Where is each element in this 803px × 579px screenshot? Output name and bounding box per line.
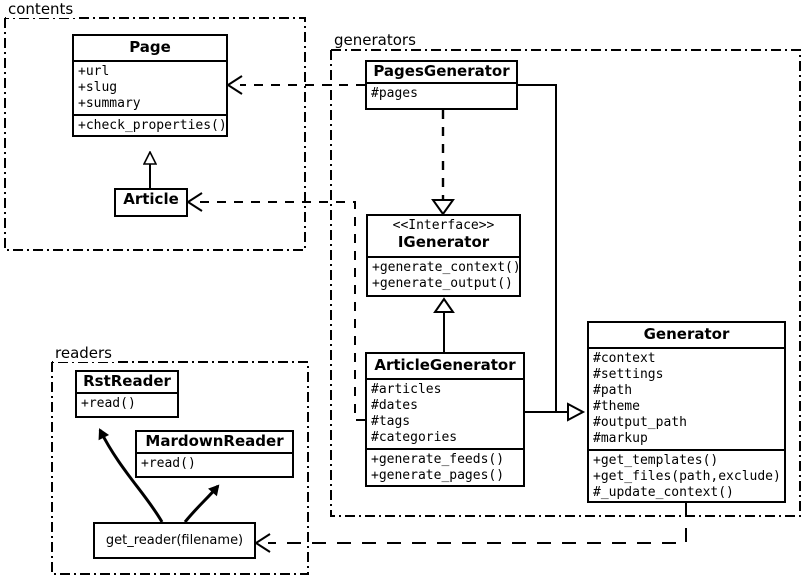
relation-articlegenerator-realizes-igenerator [433, 297, 455, 352]
class-name-igenerator: IGenerator [397, 232, 490, 251]
function-label-get-reader: get_reader(filename) [105, 533, 244, 548]
class-attribute: #settings [593, 366, 664, 382]
relation-get-reader-to-mardownreader [183, 484, 220, 523]
class-name-pages-generator: PagesGenerator [373, 62, 510, 80]
class-attribute: #context [593, 350, 656, 366]
function-box-get-reader[interactable]: get_reader(filename) [93, 522, 256, 559]
package-label-readers: readers [53, 344, 114, 362]
class-name-page: Page [129, 38, 171, 56]
class-attribute: +summary [78, 95, 141, 111]
class-attribute: #articles [371, 381, 442, 397]
class-box-rst-reader[interactable]: RstReader +read() [75, 370, 179, 418]
class-attribute: #path [593, 382, 633, 398]
package-frame-generators [330, 49, 801, 517]
relation-pagesgenerator-uses-page [226, 75, 365, 95]
class-stereotype-igenerator: <<Interface>> [392, 218, 495, 233]
relation-get-reader-to-rstreader [98, 428, 164, 523]
package-frame-readers [51, 361, 309, 575]
class-attribute: #tags [371, 413, 411, 429]
class-attributes-pages-generator: #pages [367, 81, 516, 104]
class-attribute: #theme [593, 398, 640, 414]
class-operation: +generate_context() [372, 259, 521, 275]
class-operation: +read() [141, 455, 196, 471]
class-attribute: #output_path [593, 414, 687, 430]
class-name-article: Article [123, 190, 179, 208]
class-operations-rst-reader: +read() [77, 391, 177, 414]
class-operation: #_update_context() [593, 484, 734, 500]
class-operation: +generate_pages() [371, 467, 505, 483]
package-frame-contents [4, 17, 306, 251]
class-attribute: #categories [371, 429, 458, 445]
class-box-pages-generator[interactable]: PagesGenerator #pages [365, 60, 518, 110]
class-operation: +read() [81, 395, 136, 411]
class-box-generator[interactable]: Generator #context #settings #path #them… [587, 321, 786, 503]
class-operation: +generate_output() [372, 275, 513, 291]
class-box-page[interactable]: Page +url +slug +summary +check_properti… [72, 34, 228, 137]
class-operation: +get_files(path,exclude) [593, 468, 781, 484]
class-operation: +generate_feeds() [371, 451, 505, 467]
class-name-rst-reader: RstReader [83, 372, 171, 390]
class-operations-mardown-reader: +read() [137, 451, 292, 474]
relation-pagesgenerator-realizes-igenerator [431, 110, 455, 216]
class-operations-page: +check_properties() [74, 113, 227, 136]
class-box-article[interactable]: Article [114, 188, 188, 217]
relation-articlegenerator-uses-article [186, 192, 365, 421]
package-label-contents: contents [6, 0, 76, 18]
class-operation: +check_properties() [78, 117, 227, 133]
class-name-mardown-reader: MardownReader [145, 432, 284, 450]
class-attributes-article-generator: #articles #dates #tags #categories [367, 377, 523, 448]
class-operations-generator: +get_templates() +get_files(path,exclude… [589, 448, 784, 503]
class-box-igenerator[interactable]: <<Interface>> IGenerator +generate_conte… [366, 214, 521, 297]
relation-generator-uses-get-reader [254, 503, 687, 553]
relation-pagesgenerator-inherits-generator [518, 84, 586, 422]
class-name-article-generator: ArticleGenerator [374, 356, 516, 374]
class-attribute: #pages [371, 85, 418, 101]
class-attributes-generator: #context #settings #path #theme #output_… [589, 346, 784, 449]
class-name-generator: Generator [643, 325, 730, 343]
class-operations-article-generator: +generate_feeds() +generate_pages() [367, 447, 523, 486]
class-operations-igenerator: +generate_context() +generate_output() [368, 255, 521, 294]
class-operation: +get_templates() [593, 452, 719, 468]
class-box-article-generator[interactable]: ArticleGenerator #articles #dates #tags … [365, 352, 525, 487]
package-label-generators: generators [332, 31, 418, 49]
class-attribute: #markup [593, 430, 648, 446]
class-attribute: +slug [78, 79, 118, 95]
class-box-mardown-reader[interactable]: MardownReader +read() [135, 430, 294, 478]
class-attribute: +url [78, 63, 110, 79]
class-attributes-page: +url +slug +summary [74, 59, 226, 114]
class-attribute: #dates [371, 397, 418, 413]
